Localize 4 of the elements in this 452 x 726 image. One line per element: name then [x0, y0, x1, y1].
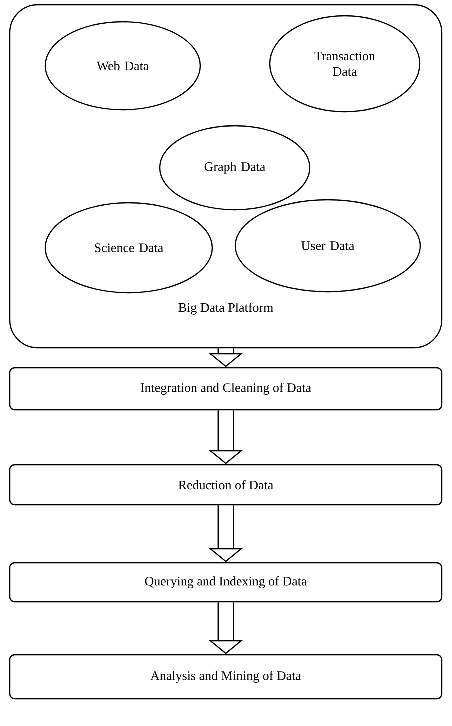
process-box: Analysis and Mining of Data	[9, 654, 443, 700]
process-box: Querying and Indexing of Data	[9, 562, 443, 603]
process-box: Integration and Cleaning of Data	[9, 367, 443, 411]
process-box: Reduction of Data	[9, 464, 443, 506]
